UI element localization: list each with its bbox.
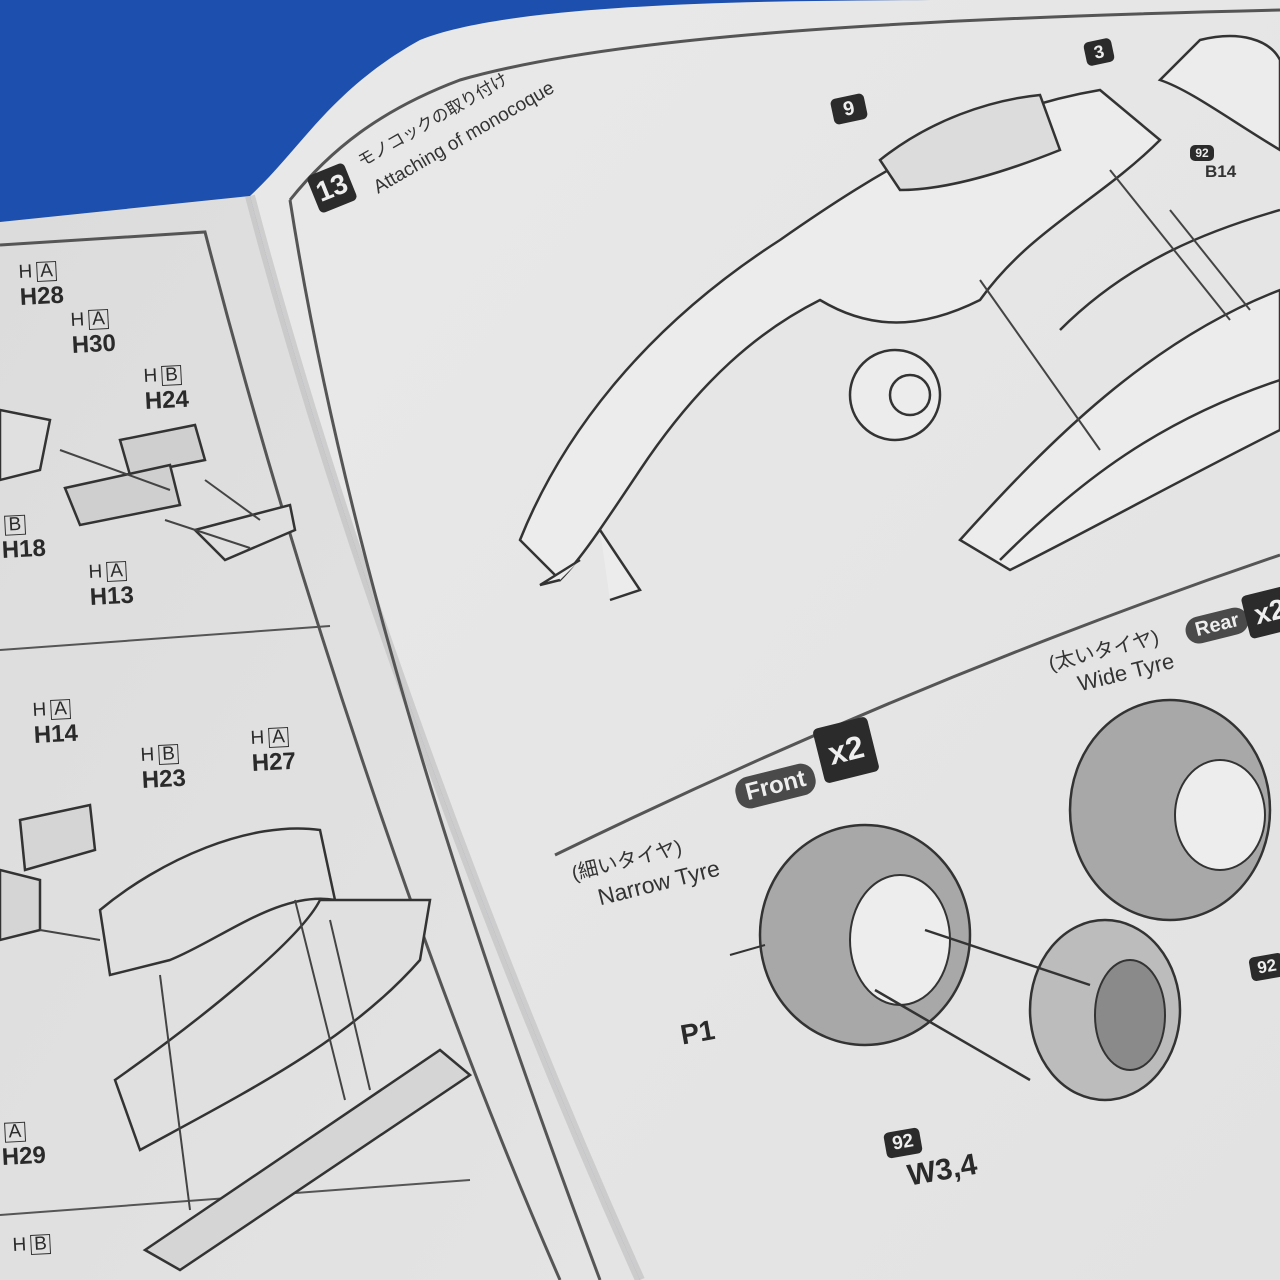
monocoque-illustration — [518, 34, 1280, 602]
narrow-tyre-illustration — [729, 823, 1182, 1102]
part-p1: P1 — [678, 1014, 718, 1051]
b14-label: B14 — [1205, 162, 1237, 181]
wide-tyre-illustration — [1068, 698, 1272, 922]
b14-tag: 92 — [1190, 145, 1214, 161]
edge-tag: 92 — [1248, 952, 1280, 982]
left-parts-illustration — [0, 408, 473, 1272]
assembly-arrows — [979, 169, 1251, 451]
